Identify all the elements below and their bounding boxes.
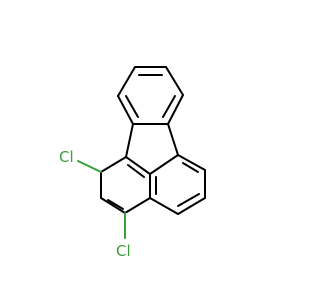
bond [149,154,179,175]
double-bond [177,193,200,207]
double-bond [182,162,199,173]
bond [124,197,151,214]
top-benzene-ring [117,66,184,125]
bond [125,156,151,175]
bond [117,95,134,125]
bond [100,197,126,214]
double-bond [127,164,145,178]
bond [177,197,206,215]
right-ring [149,154,206,215]
bond [167,94,184,125]
bond [125,123,134,158]
chlorine-label-lower: Cl [116,242,131,260]
chlorine-bond-upper [77,160,102,173]
five-membered-ring [125,123,179,175]
double-bond [107,199,124,210]
double-bond [162,95,176,118]
bond [100,156,127,173]
bond [167,123,179,156]
bond [177,154,206,171]
molecule-structure: Cl Cl [59,66,206,260]
chlorine-label-upper: Cl [59,148,74,166]
double-bond [125,95,139,118]
bond [149,197,179,215]
bond [117,66,136,97]
bond [165,66,184,96]
left-ring [100,156,151,214]
